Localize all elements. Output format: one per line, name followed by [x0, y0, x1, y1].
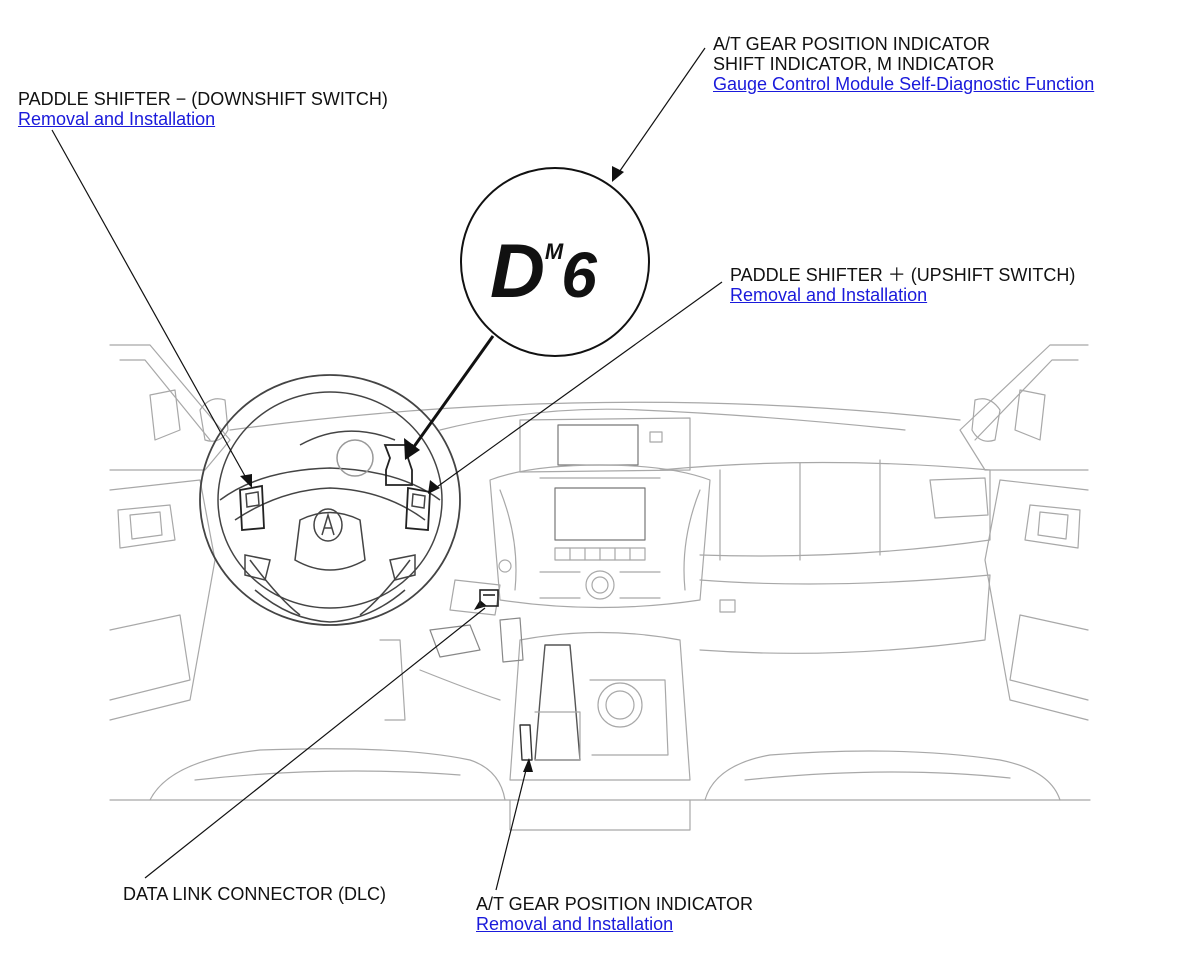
callout-label: A/T GEAR POSITION INDICATOR	[713, 34, 991, 54]
leader-gear-display	[406, 335, 495, 456]
callout-label: DATA LINK CONNECTOR (DLC)	[123, 884, 387, 904]
arrowheads	[240, 166, 624, 772]
dlc-connector	[479, 589, 499, 607]
paddle-up-removal-link[interactable]: Removal and Installation	[730, 285, 928, 305]
callout-at-gear-indicator-top: A/T GEAR POSITION INDICATOR SHIFT INDICA…	[713, 34, 1094, 94]
callout-paddle-downshift: PADDLE SHIFTER − (DOWNSHIFT SWITCH) Remo…	[18, 89, 388, 129]
interior-sketch	[109, 344, 1091, 831]
gear-display-readout: DM6	[490, 228, 597, 315]
leader-at-gear-top	[614, 47, 706, 179]
gear-display-callout	[460, 167, 650, 357]
gear-letter: D	[490, 229, 545, 314]
gear-mode: M	[544, 239, 564, 264]
callout-label: PADDLE SHIFTER ＋ (UPSHIFT SWITCH)	[730, 265, 1076, 285]
callout-paddle-upshift: PADDLE SHIFTER ＋ (UPSHIFT SWITCH) Remova…	[730, 265, 1075, 305]
callout-dlc: DATA LINK CONNECTOR (DLC)	[123, 884, 386, 904]
leader-at-gear-bottom	[495, 761, 529, 891]
paddle-down-removal-link[interactable]: Removal and Installation	[18, 109, 216, 129]
callout-label: A/T GEAR POSITION INDICATOR	[476, 894, 754, 914]
leader-lines	[51, 47, 723, 891]
gear-number: 6	[561, 239, 597, 311]
callout-at-gear-indicator-bottom: A/T GEAR POSITION INDICATOR Removal and …	[476, 894, 753, 934]
gauge-self-diagnostic-link[interactable]: Gauge Control Module Self-Diagnostic Fun…	[713, 74, 1095, 94]
steering-wheel	[199, 374, 461, 626]
callout-label: PADDLE SHIFTER − (DOWNSHIFT SWITCH)	[18, 89, 388, 109]
at-gear-removal-link[interactable]: Removal and Installation	[476, 914, 674, 934]
leader-paddle-down	[51, 129, 251, 486]
callout-label: SHIFT INDICATOR, M INDICATOR	[713, 54, 995, 74]
leader-dlc	[144, 607, 486, 879]
leader-paddle-up	[429, 281, 723, 493]
